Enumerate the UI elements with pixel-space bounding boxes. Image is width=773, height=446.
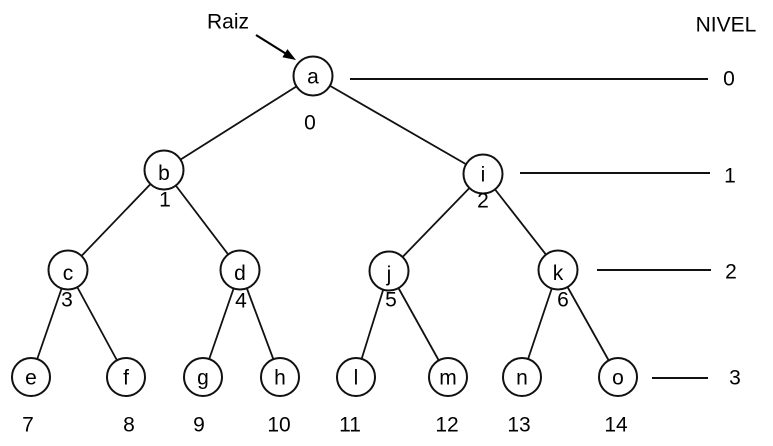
node-a-index: 0	[304, 112, 316, 135]
node-h-index: 10	[267, 414, 290, 437]
node-indices: 0 1 2 3 4 5 6 7 8 9 10 11 12 13 14	[22, 112, 628, 437]
edge-i-j	[388, 173, 484, 272]
node-j-index: 5	[385, 289, 397, 312]
root-pointer-label: Raiz	[207, 11, 249, 34]
node-d-circle	[219, 249, 261, 291]
node-l-label: l	[354, 367, 359, 390]
node-f-index: 8	[123, 414, 135, 437]
tree-node-m: m	[428, 357, 468, 397]
node-o-index: 14	[604, 414, 628, 437]
edge-b-d	[163, 169, 241, 271]
tree-node-g: g	[183, 357, 223, 397]
node-i-index: 2	[477, 190, 489, 213]
level-marker-labels: 0 1 2 3	[723, 68, 741, 390]
node-n-circle	[502, 357, 542, 397]
tree-node-d: d	[219, 249, 261, 291]
tree-node-f: f	[106, 357, 146, 397]
edge-a-i	[312, 75, 484, 175]
edge-a-b	[163, 75, 314, 171]
node-h-circle	[260, 357, 300, 397]
node-b-label: b	[158, 162, 170, 185]
node-o-circle	[598, 357, 638, 397]
node-m-label: m	[439, 367, 457, 390]
tree-node-o: o	[598, 357, 638, 397]
tree-node-i: i	[462, 153, 504, 195]
node-b-index: 1	[159, 189, 171, 212]
edge-b-c	[67, 169, 165, 271]
node-o-label: o	[612, 367, 624, 390]
tree-node-k: k	[537, 249, 579, 291]
root-arrow-head-icon	[282, 49, 296, 60]
node-e-index: 7	[22, 414, 34, 437]
tree-node-n: n	[502, 357, 542, 397]
level-label-3: 3	[729, 367, 741, 390]
tree-node-b: b	[143, 149, 185, 191]
node-j-circle	[368, 250, 410, 292]
root-pointer-arrow	[255, 34, 296, 60]
tree-node-a: a	[292, 55, 334, 97]
node-g-index: 9	[193, 414, 205, 437]
node-j-label: j	[386, 263, 392, 286]
node-b-circle	[143, 149, 185, 191]
node-h-label: h	[274, 367, 286, 390]
node-d-index: 4	[235, 290, 247, 313]
node-d-label: d	[234, 262, 246, 285]
node-k-index: 6	[557, 289, 569, 312]
tree-node-l: l	[336, 357, 376, 397]
node-k-circle	[537, 249, 579, 291]
tree-nodes: a b i c d j k	[11, 55, 638, 397]
node-g-circle	[183, 357, 223, 397]
node-a-label: a	[307, 66, 319, 89]
level-label-1: 1	[724, 165, 736, 188]
root-arrow-shaft	[255, 34, 289, 56]
node-k-label: k	[553, 262, 564, 285]
node-f-circle	[106, 357, 146, 397]
level-marker-lines	[350, 78, 711, 379]
tree-node-h: h	[260, 357, 300, 397]
node-n-index: 13	[507, 414, 530, 437]
tree-node-e: e	[11, 357, 51, 397]
node-c-index: 3	[61, 289, 73, 312]
node-a-circle	[292, 55, 334, 97]
node-m-circle	[428, 357, 468, 397]
tree-node-j: j	[368, 250, 410, 292]
node-e-label: e	[25, 367, 37, 390]
node-e-circle	[11, 357, 51, 397]
node-f-label: f	[123, 367, 129, 390]
level-column-header: NIVEL	[696, 14, 757, 37]
node-i-circle	[462, 153, 504, 195]
node-c-circle	[47, 249, 89, 291]
node-l-circle	[336, 357, 376, 397]
node-m-index: 12	[435, 414, 458, 437]
tree-node-c: c	[47, 249, 89, 291]
node-l-index: 11	[339, 414, 361, 437]
node-g-label: g	[197, 367, 209, 390]
level-label-2: 2	[725, 261, 737, 284]
node-c-label: c	[63, 262, 74, 285]
tree-edges	[30, 75, 619, 378]
node-i-label: i	[481, 164, 486, 187]
level-label-0: 0	[723, 68, 735, 91]
node-n-label: n	[516, 367, 528, 390]
